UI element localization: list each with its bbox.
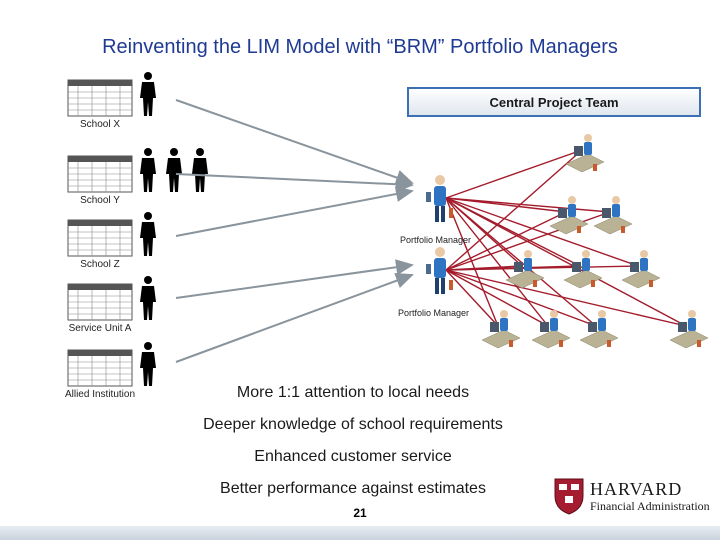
spreadsheet-icon xyxy=(67,219,133,257)
desk-worker-icon xyxy=(593,196,633,235)
unit-arrow xyxy=(175,99,414,186)
assignment-line xyxy=(445,269,549,327)
unit-4: Allied Institution xyxy=(65,342,156,400)
central-team-label: Central Project Team xyxy=(489,95,618,110)
bullet-4: Better performance against estimates xyxy=(220,480,486,497)
spreadsheet-icon xyxy=(67,79,133,117)
spreadsheet-icon xyxy=(67,283,133,321)
harvard-logo: HARVARD Financial Administration xyxy=(552,476,712,516)
arrows-layer xyxy=(175,99,414,363)
red-lines-layer xyxy=(445,149,687,327)
bullet-1: More 1:1 attention to local needs xyxy=(236,384,470,401)
portfolio-manager-label: Portfolio Manager xyxy=(400,235,471,245)
logo-name: HARVARD xyxy=(590,479,683,499)
assignment-line xyxy=(445,265,639,271)
bullet-3: Enhanced customer service xyxy=(254,448,452,465)
unit-arrow xyxy=(175,273,414,363)
slide-title: Reinventing the LIM Model with “BRM” Por… xyxy=(102,36,618,58)
unit-0: School X xyxy=(67,72,156,130)
assignment-line xyxy=(445,149,583,199)
assignment-line xyxy=(445,197,611,213)
unit-label: School Y xyxy=(80,195,120,206)
assignment-line xyxy=(445,149,583,271)
desk-worker-icon xyxy=(669,310,709,349)
portfolio-manager-figure xyxy=(426,175,453,222)
person-icon xyxy=(140,148,156,192)
footer-bar xyxy=(0,526,720,540)
desk-worker-icon xyxy=(621,250,661,289)
assignment-line xyxy=(445,197,549,327)
unit-label: Service Unit A xyxy=(69,323,132,334)
assignment-line xyxy=(445,269,499,327)
desk-worker-icon xyxy=(481,310,521,349)
assignment-line xyxy=(445,197,639,267)
units-layer: School X School Y School Z Service Unit A Al… xyxy=(65,72,208,400)
desk-worker-icon xyxy=(549,196,589,235)
person-icon xyxy=(140,342,156,386)
portfolio-manager-figure xyxy=(426,247,453,294)
spreadsheet-icon xyxy=(67,155,133,193)
unit-arrow xyxy=(175,259,414,299)
unit-arrow xyxy=(175,186,414,237)
page-number: 21 xyxy=(353,506,367,520)
unit-arrow xyxy=(175,173,414,193)
unit-label: School X xyxy=(80,119,120,130)
desk-worker-icon xyxy=(505,250,545,289)
person-icon xyxy=(140,212,156,256)
person-icon xyxy=(166,148,182,192)
unit-1: School Y xyxy=(67,148,208,206)
unit-2: School Z xyxy=(67,212,156,270)
person-icon xyxy=(140,276,156,320)
portfolio-manager-label: Portfolio Manager xyxy=(398,308,469,318)
desk-worker-icon xyxy=(565,134,605,173)
desk-worker-icon xyxy=(579,310,619,349)
assignment-line xyxy=(445,197,499,327)
desk-worker-icon xyxy=(563,250,603,289)
assignment-line xyxy=(445,197,687,327)
unit-label: Allied Institution xyxy=(65,389,135,400)
logo-subtitle: Financial Administration xyxy=(590,499,710,513)
person-icon xyxy=(192,148,208,192)
person-icon xyxy=(140,72,156,116)
desk-worker-icon xyxy=(531,310,571,349)
spreadsheet-icon xyxy=(67,349,133,387)
assignment-line xyxy=(445,269,687,327)
bullet-2: Deeper knowledge of school requirements xyxy=(203,416,503,433)
assignment-line xyxy=(445,269,597,327)
shield-icon xyxy=(554,478,584,515)
team-workers-layer xyxy=(481,134,709,349)
unit-label: School Z xyxy=(80,259,119,270)
assignment-line xyxy=(445,211,567,271)
unit-3: Service Unit A xyxy=(67,276,156,334)
central-team-box: Central Project Team xyxy=(407,87,701,117)
